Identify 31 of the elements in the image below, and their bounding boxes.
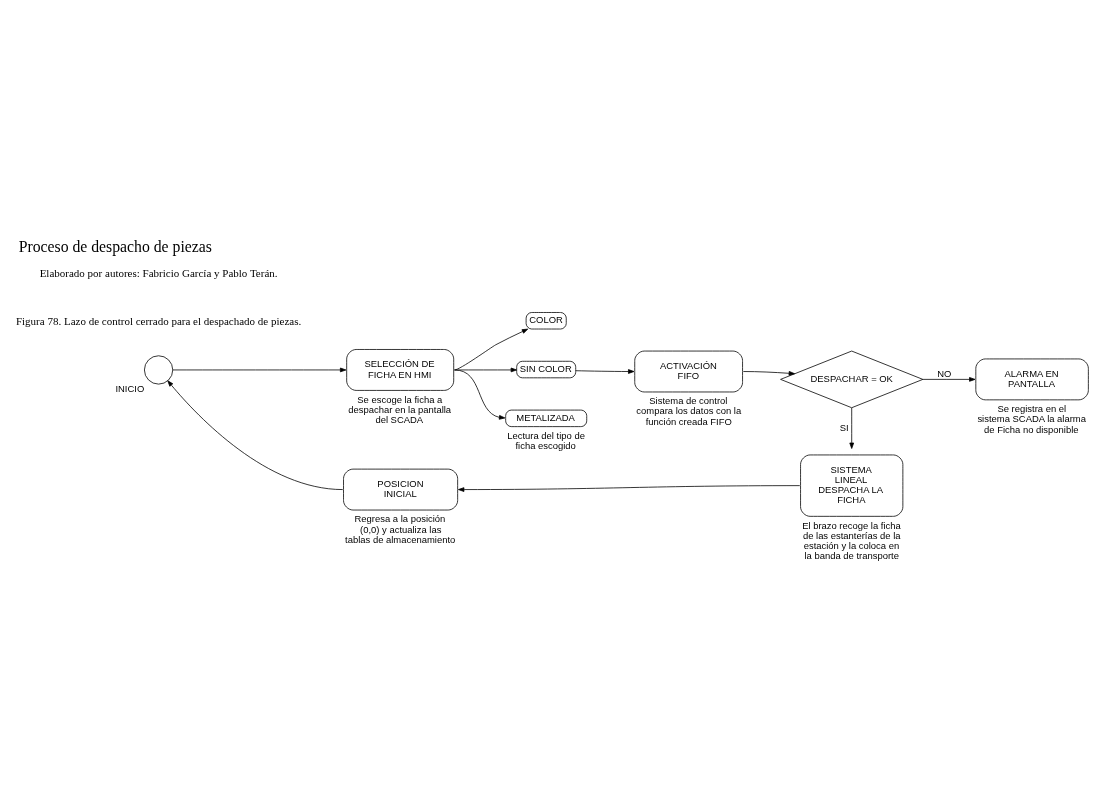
node-box: SISTEMA LINEAL DESPACHA LA FICHA [800, 454, 904, 517]
arrow [458, 485, 801, 492]
arrow [167, 380, 344, 490]
node-box: METALIZADA [505, 409, 588, 427]
edge-label: SI [839, 421, 849, 433]
arrow [742, 371, 795, 376]
caption: Figura 78. Lazo de control cerrado para el despachado de piezas. [15, 314, 302, 327]
arrow [575, 369, 635, 374]
arrow [454, 369, 506, 420]
edge-label: NO [937, 367, 952, 379]
node-label: Se registra en el sistema SCADA la alarma de Ficha no disponible [977, 403, 1086, 435]
arrow [172, 367, 347, 373]
label: Elaborado por autores: Fabricio García y Pablo Terán. [39, 266, 278, 279]
node-box: POSICION INICIAL [343, 468, 459, 511]
node-label: Lectura del tipo de ficha escogido [507, 429, 585, 452]
node-box: ACTIVACIÓN FIFO [634, 350, 743, 393]
node-box: COLOR [525, 312, 567, 330]
arrow [849, 407, 855, 449]
node-box: ALARMA EN PANTALLA [975, 358, 1089, 401]
arrow [454, 328, 529, 371]
node-label: INICIO [115, 382, 145, 394]
node-diamond: DESPACHAR = OK [780, 350, 924, 409]
node-box: SELECCIÓN DE FICHA EN HMI [346, 349, 455, 391]
node-label: Sistema de control compara los datos con la función creada FIFO [636, 395, 742, 427]
arrow [454, 367, 517, 373]
node-label: El brazo recoge la ficha de las estanterías de la estación y la coloca en la banda de transporte [802, 519, 901, 562]
node-label: Regresa a la posición (0,0) y actualiza las tablas de almacenamiento [345, 513, 456, 545]
arrow [922, 377, 976, 382]
node-box: SIN COLOR [516, 360, 577, 379]
diagram-title: Proceso de despacho de piezas [18, 237, 212, 255]
node-label: Se escoge la ficha a despachar en la pantalla del SCADA [348, 393, 452, 426]
